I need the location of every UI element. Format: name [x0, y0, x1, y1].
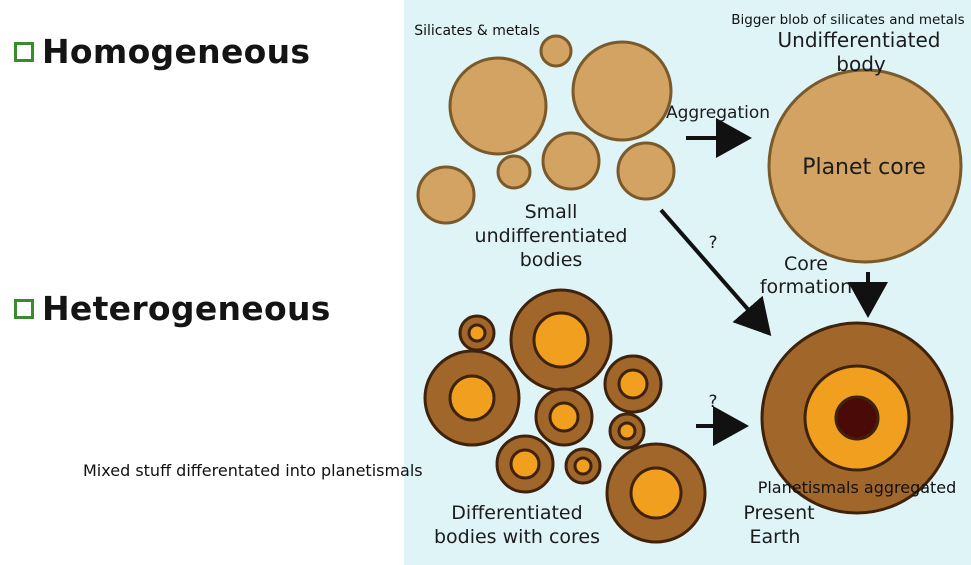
planet-core-note: Planet core: [802, 155, 926, 180]
homogeneous-label: Homogeneous: [42, 32, 311, 71]
undifferentiated-body-label: Undifferentiated: [778, 28, 941, 52]
differentiated-bodies-label: Differentiated: [451, 502, 582, 524]
small-bodies-label: Small: [525, 201, 578, 223]
present-earth: [760, 321, 954, 515]
differentiated-body: [534, 387, 594, 447]
bullet-heterogeneous: Heterogeneous: [14, 289, 331, 328]
core-formation-label: formation: [760, 276, 852, 298]
checkbox-icon: [14, 41, 34, 62]
differentiated-bodies: [423, 288, 707, 544]
differentiated-body: [608, 412, 646, 450]
silicates-metals-note: Silicates & metals: [414, 23, 540, 39]
mixed-stuff-note: Mixed stuff differentated into planetism…: [83, 461, 423, 480]
small-body: [571, 40, 673, 142]
small-bodies-label: bodies: [520, 249, 583, 271]
aggregation-label: Aggregation: [666, 103, 770, 123]
bigger-blob-note: Bigger blob of silicates and metals: [731, 12, 964, 28]
small-undifferentiated-bodies: [416, 34, 676, 225]
planetesimals-aggregated-note: Planetismals aggregated: [758, 478, 957, 497]
present-earth-label: Present: [743, 502, 814, 524]
small-bodies-label: undifferentiated: [475, 225, 628, 247]
checkbox-icon: [14, 298, 34, 319]
undifferentiated-body-label: body: [836, 52, 886, 76]
small-body: [448, 56, 548, 156]
undifferentiated-body: [767, 68, 963, 264]
differentiated-body: [603, 354, 663, 414]
small-body: [496, 154, 532, 190]
differentiated-body: [605, 442, 707, 544]
bullet-homogeneous: Homogeneous: [14, 32, 310, 71]
differentiated-body: [423, 349, 521, 447]
differentiated-body: [509, 288, 613, 392]
differentiated-body: [564, 447, 602, 485]
question-mark-label: ?: [708, 392, 717, 412]
small-body: [616, 141, 676, 201]
heterogeneous-label: Heterogeneous: [42, 289, 331, 328]
differentiated-bodies-label: bodies with cores: [434, 526, 600, 548]
differentiated-body: [458, 314, 496, 352]
differentiated-body: [495, 434, 555, 494]
small-body: [416, 165, 476, 225]
arrow-diagonal: [659, 208, 772, 337]
small-body: [541, 131, 601, 191]
question-mark-label: ?: [708, 233, 717, 253]
small-body: [539, 34, 573, 68]
core-formation-label: Core: [784, 253, 828, 275]
present-earth-label: Earth: [750, 526, 801, 548]
